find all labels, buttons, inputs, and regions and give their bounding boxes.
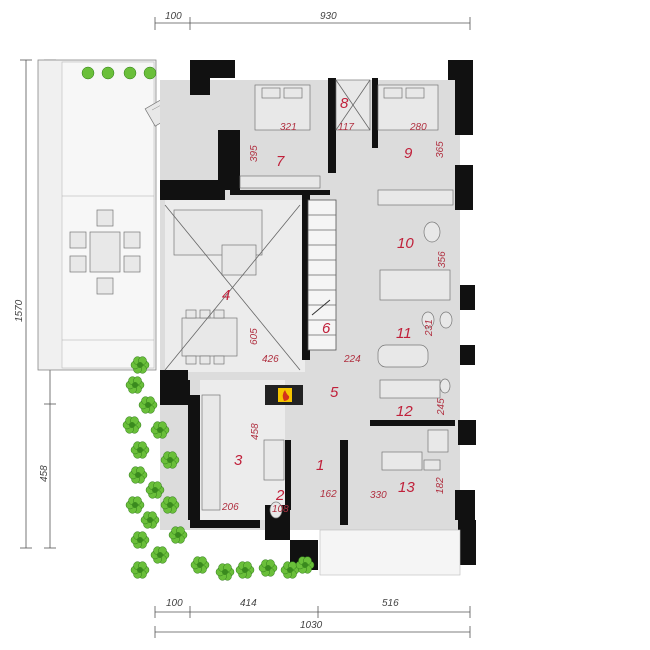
- entrance-area: [319, 529, 461, 576]
- closet-8: [335, 79, 371, 131]
- shrub-icon: [168, 526, 188, 544]
- dim-left-3: 458: [39, 465, 50, 482]
- dim-bottom-2: 414: [240, 598, 257, 609]
- staircase: [307, 199, 337, 351]
- shrub-icon: [258, 559, 278, 577]
- bathroom-11: [377, 311, 453, 368]
- room-dim-9: 280: [409, 122, 427, 133]
- room-number-7: 7: [276, 153, 285, 170]
- shrub-icon: [130, 531, 150, 549]
- room-dim-7b: 321: [280, 122, 297, 133]
- fireplace-icon: [278, 388, 292, 402]
- top-dimension-line: 100 930: [154, 11, 471, 30]
- room-number-3: 3: [234, 452, 243, 469]
- room-number-4: 4: [222, 287, 230, 304]
- room-dim-9b: 365: [435, 141, 446, 158]
- room-dim-7: 395: [249, 145, 260, 162]
- room-dim-1: 162: [320, 489, 337, 500]
- room-dim-13b: 182: [435, 477, 446, 494]
- room-number-12: 12: [396, 403, 413, 420]
- potted-plants: [81, 66, 157, 80]
- room-dim-2: 108: [272, 504, 289, 515]
- dim-top-2: 930: [320, 11, 337, 22]
- shrub-icon: [235, 561, 255, 579]
- garden-plants: [122, 356, 315, 581]
- dim-left-total: 1570: [14, 299, 25, 322]
- room-number-9: 9: [404, 145, 413, 162]
- room-dim-4b: 426: [262, 354, 279, 365]
- shrub-icon: [160, 496, 180, 514]
- room-number-2: 2: [275, 487, 285, 504]
- room-number-1: 1: [316, 457, 324, 474]
- shrub-icon: [130, 561, 150, 579]
- patio-table: [69, 209, 141, 295]
- shrub-icon: [130, 356, 150, 374]
- shrub-icon: [295, 556, 315, 574]
- dim-bottom-1: 100: [166, 598, 183, 609]
- bed-room-9: [377, 84, 454, 206]
- shrub-icon: [150, 546, 170, 564]
- room-dim-13: 330: [370, 490, 387, 501]
- shrub-icon: [128, 466, 148, 484]
- shrub-icon: [160, 451, 180, 469]
- shrub-icon: [280, 561, 300, 579]
- shrub-icon: [150, 421, 170, 439]
- living-room-furniture: [164, 204, 301, 371]
- shrub-icon: [138, 396, 158, 414]
- room-number-8: 8: [340, 95, 349, 112]
- room-12-fixtures: [379, 378, 451, 399]
- shrub-icon: [125, 376, 145, 394]
- kitchen-counter: [201, 394, 285, 511]
- shrub-icon: [145, 481, 165, 499]
- walls: [160, 60, 476, 570]
- room-number-11: 11: [396, 325, 412, 342]
- room-dim-5: 224: [343, 354, 361, 365]
- room-dim-3b: 206: [221, 502, 239, 513]
- room-dim-4: 605: [249, 328, 260, 345]
- room-number-5: 5: [330, 384, 339, 401]
- room-dim-11: 231: [424, 319, 435, 337]
- room-dim-10: 356: [437, 251, 448, 268]
- room-dim-8: 117: [338, 122, 354, 133]
- room-number-10: 10: [397, 235, 414, 252]
- dim-bottom-3: 516: [382, 598, 399, 609]
- shrub-icon: [130, 441, 150, 459]
- bottom-dimension-line: 100 414 516 1030: [154, 598, 471, 638]
- room-13-fixtures: [381, 429, 449, 471]
- shrub-icon: [125, 496, 145, 514]
- shrub-icon: [215, 563, 235, 581]
- wc-room-2: [269, 501, 283, 519]
- shrub-icon: [122, 416, 142, 434]
- dim-top-1: 100: [165, 11, 182, 22]
- dim-bottom-total: 1030: [300, 620, 323, 631]
- room-number-6: 6: [322, 320, 331, 337]
- room-labels: 1 162 2 108 3 458 206 4 605 426 5 224 6 …: [221, 95, 448, 515]
- room-number-13: 13: [398, 479, 415, 496]
- shrub-icon: [140, 511, 160, 529]
- room-10-furniture: [379, 221, 451, 301]
- bed-room-7: [239, 84, 321, 189]
- room-dim-3: 458: [250, 423, 261, 440]
- shrub-icon: [190, 556, 210, 574]
- room-dim-12: 245: [436, 398, 447, 416]
